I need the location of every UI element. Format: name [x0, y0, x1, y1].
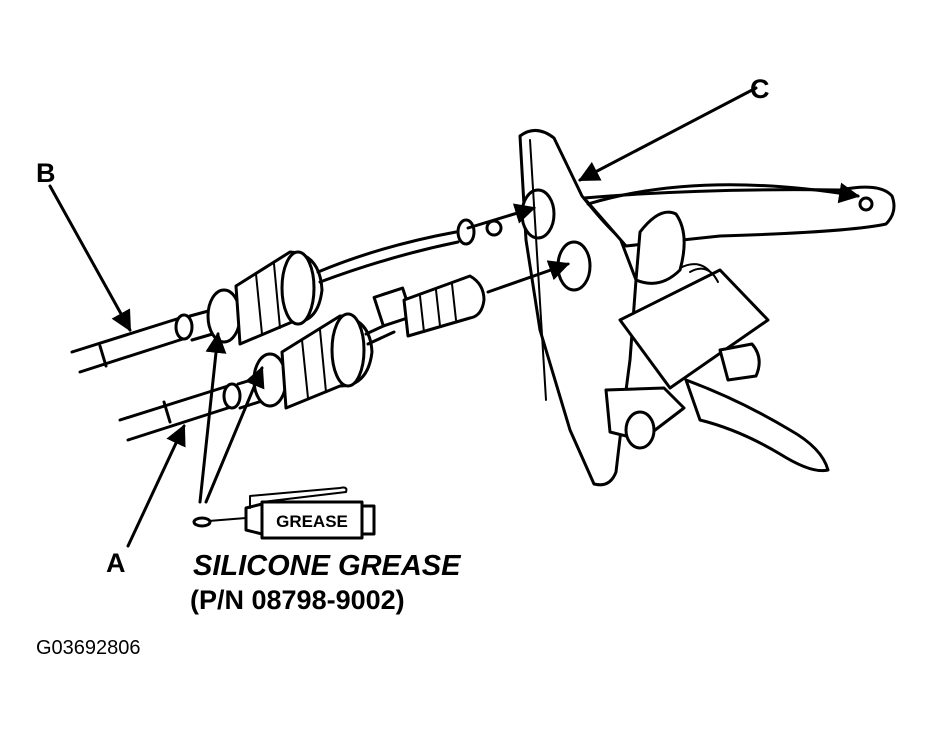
cable-a: [118, 274, 486, 442]
figure-id: G03692806: [36, 637, 141, 659]
callout-a: A: [106, 548, 126, 578]
bracket-c: [518, 129, 896, 487]
grease-tube-icon: GREASE: [192, 486, 376, 540]
cable-b-boot: [206, 288, 242, 344]
grease-part-number: (P/N 08798-9002): [190, 585, 405, 615]
callout-c: C: [750, 74, 770, 104]
callout-b: B: [36, 158, 56, 188]
grease-title: SILICONE GREASE: [193, 550, 462, 582]
grease-tube-label: GREASE: [276, 512, 348, 531]
cable-b: [70, 218, 503, 374]
shift-lever-arm: [582, 185, 896, 248]
